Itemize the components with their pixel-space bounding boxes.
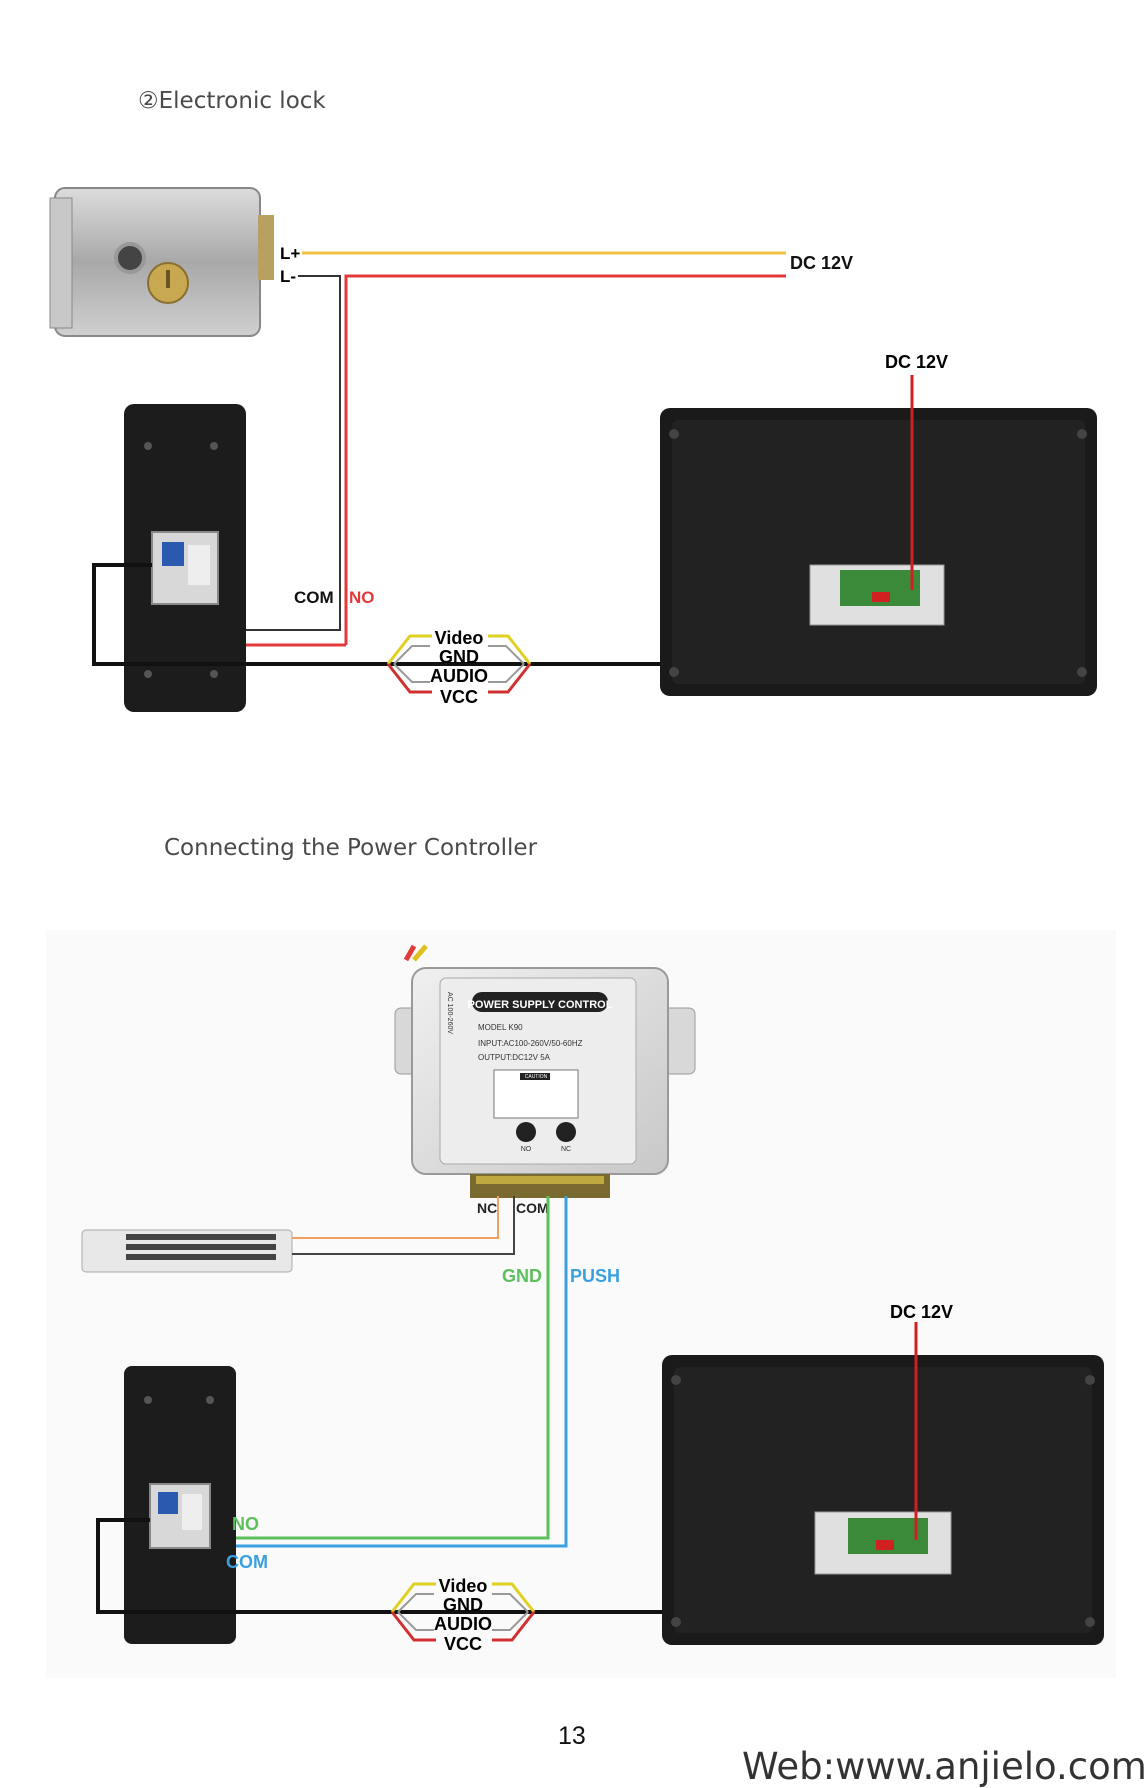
monitor1-dc12v-label: DC 12V	[885, 352, 948, 372]
electronic-lock	[49, 187, 274, 337]
cable2-vcc: VCC	[444, 1634, 482, 1654]
indoor-monitor-2	[662, 1355, 1104, 1645]
magnetic-lock	[81, 1229, 293, 1273]
camera2-no-label: NO	[232, 1514, 259, 1534]
cable2-audio: AUDIO	[434, 1614, 492, 1634]
lock-terminal-lminus: L-	[280, 267, 296, 286]
website-link[interactable]: Web:www.anjielo.com	[742, 1745, 1146, 1788]
wire-push-blue	[198, 1196, 568, 1548]
psu-button-no: NO	[521, 1146, 532, 1153]
section-title-power-controller: Connecting the Power Controller	[164, 835, 538, 861]
cable-symbol-1	[386, 634, 532, 694]
page-number: 13	[558, 1722, 586, 1750]
psu-input-label: INPUT:AC100-260V/50-60HZ	[478, 1039, 583, 1048]
wire-red-no	[344, 274, 786, 645]
psu-model-label: MODEL K90	[478, 1023, 523, 1032]
power-supply-controller	[394, 944, 696, 1198]
psu-side-text: AC 100-260V	[446, 992, 453, 1034]
lock-terminal-lplus: L+	[280, 244, 300, 263]
camera2-com-label: COM	[226, 1552, 268, 1572]
psu-header-label: POWER SUPPLY CONTROL	[468, 999, 613, 1011]
wire-maglock-black-com	[292, 1196, 515, 1255]
cable1-gnd: GND	[439, 647, 479, 667]
terminal-nc-label: NC	[477, 1200, 497, 1216]
cable1-video: Video	[435, 628, 484, 648]
psu-button-nc: NC	[561, 1146, 571, 1153]
gnd-wire-label: GND	[502, 1266, 542, 1286]
outdoor-camera-2	[124, 1366, 236, 1644]
section-title-electronic-lock: ②Electronic lock	[138, 88, 326, 114]
monitor2-dc12v-label: DC 12V	[890, 1302, 953, 1322]
cable1-audio: AUDIO	[430, 666, 488, 686]
relay-com-label: COM	[294, 588, 334, 607]
relay-no-label: NO	[349, 588, 375, 607]
push-wire-label: PUSH	[570, 1266, 620, 1286]
psu-output-label: OUTPUT:DC12V 5A	[478, 1053, 551, 1062]
cable-symbol-2	[390, 1582, 536, 1642]
wire-maglock-orange-nc	[292, 1196, 499, 1239]
indoor-monitor-1	[660, 408, 1097, 696]
cable2-video: Video	[439, 1576, 488, 1596]
cable2-gnd: GND	[443, 1595, 483, 1615]
terminal-com-label: COM	[516, 1200, 549, 1216]
dc12v-lock-label: DC 12V	[790, 253, 853, 273]
wire-gnd-green	[198, 1196, 550, 1540]
cable1-vcc: VCC	[440, 687, 478, 707]
outdoor-camera-1	[124, 404, 246, 712]
psu-caution-label: CAUTION	[525, 1074, 548, 1080]
